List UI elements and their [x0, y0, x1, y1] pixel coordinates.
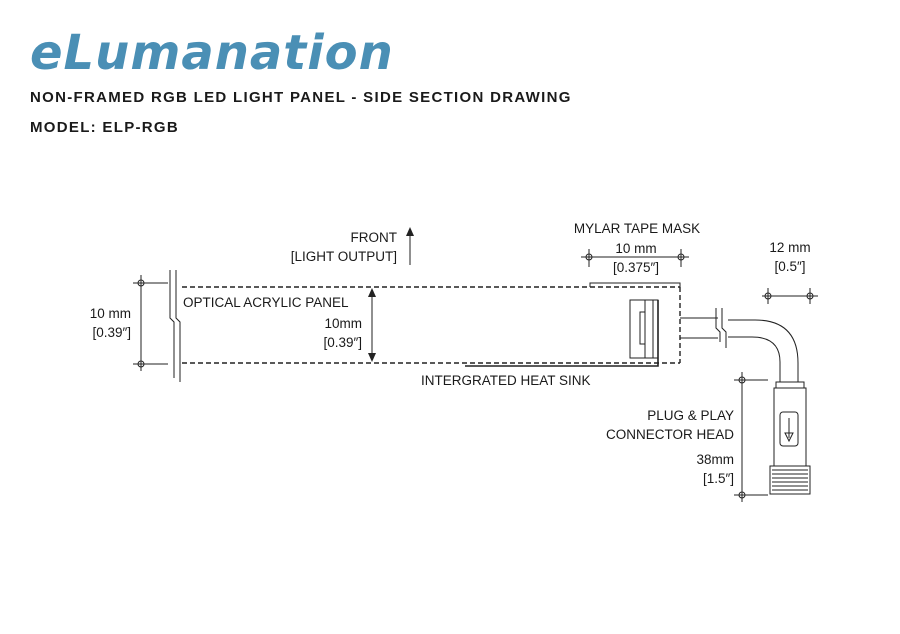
plug-dim-mm: 38mm [696, 452, 734, 467]
elumanation-logo: eLumanation [30, 26, 394, 78]
cable [680, 308, 799, 382]
plug-label-2: CONNECTOR HEAD [606, 427, 734, 442]
panel-label: OPTICAL ACRYLIC PANEL [183, 295, 349, 310]
front-arrow [406, 227, 414, 265]
cable-width-dimension [762, 288, 818, 304]
mylar-label: MYLAR TAPE MASK [574, 221, 700, 236]
front-label: FRONT [351, 230, 398, 245]
heat-sink-label: INTERGRATED HEAT SINK [421, 373, 591, 388]
left-dimension [133, 275, 168, 371]
light-output-label: [LIGHT OUTPUT] [291, 249, 397, 264]
drawing-title: NON-FRAMED RGB LED LIGHT PANEL - SIDE SE… [30, 89, 572, 106]
panel-thickness-arrow [368, 288, 376, 362]
connector-length-dimension [734, 372, 768, 502]
acrylic-panel-outline [182, 286, 681, 364]
conn-dim-mm: 12 mm [769, 240, 810, 255]
left-dim-in: [0.39″] [92, 325, 131, 340]
mylar-dimension [581, 249, 689, 267]
connector-head [769, 381, 811, 495]
model-label: MODEL: ELP-RGB [30, 119, 180, 136]
heat-sink [465, 300, 659, 367]
conn-dim-in: [0.5″] [774, 259, 805, 274]
left-dim-mm: 10 mm [90, 306, 131, 321]
mylar-dim-in: [0.375″] [613, 260, 659, 275]
left-edge-break [169, 270, 181, 382]
mylar-dim-mm: 10 mm [615, 241, 656, 256]
logo-text: eLumanation [30, 26, 394, 78]
panel-dim-mm: 10mm [324, 316, 362, 331]
led-module [629, 299, 659, 359]
panel-dim-in: [0.39″] [323, 335, 362, 350]
mylar-tape-strip [589, 282, 681, 287]
plug-dim-in: [1.5″] [703, 471, 734, 486]
plug-label-1: PLUG & PLAY [647, 408, 734, 423]
